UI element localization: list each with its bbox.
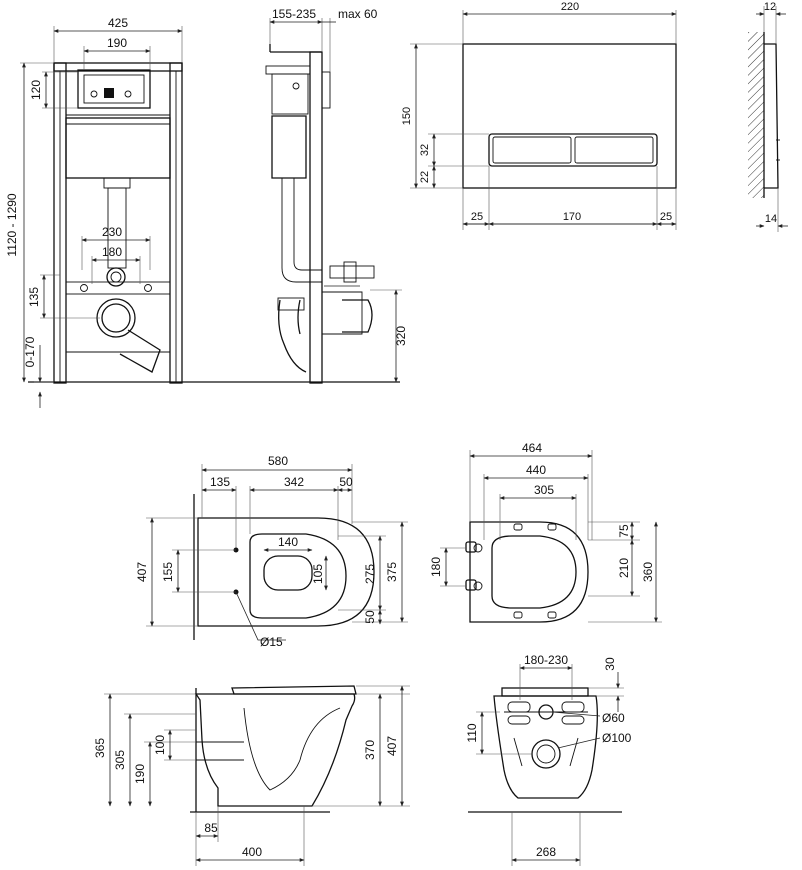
dim-side-thickness-top: 12	[764, 1, 776, 13]
dim-side-height-small: 100	[153, 735, 167, 755]
dim-hole-diameter: Ø15	[260, 635, 283, 649]
side-drain-bend	[278, 299, 307, 373]
dim-side-length: 400	[242, 845, 262, 859]
seat-bumper	[513, 523, 523, 531]
dim-side-thickness-bottom: 14	[765, 213, 777, 225]
dim-side-outer-height: 407	[385, 736, 399, 756]
dim-button-height: 32	[419, 144, 431, 156]
water-inlet	[106, 267, 126, 287]
bowl-side-inner	[243, 707, 341, 791]
dim-lower-offset: 50	[363, 610, 377, 624]
bowl-top-opening	[263, 555, 313, 591]
dim-frame-width: 425	[108, 16, 128, 30]
rear-seat	[501, 687, 589, 697]
flush-buttons	[488, 133, 658, 167]
dim-inlet-diameter: Ø60	[602, 711, 625, 725]
small-flush-button	[492, 136, 572, 164]
dim-wall-offset: 85	[204, 821, 218, 835]
dim-plate-width: 220	[561, 1, 579, 13]
dim-seat-outer-width: 464	[522, 441, 542, 455]
dim-side-height-total: 365	[93, 738, 107, 758]
bowl-side-view: 365 305 190 100 370 407 85 400	[93, 685, 410, 866]
dim-bowl-outer-height: 407	[135, 562, 149, 582]
dim-opening-width: 140	[278, 535, 298, 549]
flush-plate-view: 220 150 32 22 25 170 25	[401, 1, 788, 232]
bowl-top-outline	[197, 517, 375, 627]
dim-max-offset: max 60	[338, 7, 378, 21]
dim-inner-width: 275	[363, 564, 377, 584]
cistern	[65, 117, 171, 179]
bowl-rear-view: 180-230 30 110 Ø60 Ø100 268	[465, 653, 632, 866]
dim-bowl-total-length: 580	[268, 454, 288, 468]
side-top-bracket	[265, 65, 311, 75]
dim-outlet-height: 320	[394, 326, 408, 346]
dim-bolt-spacing-bowl: 155	[161, 562, 175, 582]
frame-crossbar	[65, 281, 171, 295]
dim-side-margin-right: 25	[660, 211, 672, 223]
wall-section	[309, 51, 323, 384]
dim-side-height-low: 190	[133, 764, 147, 784]
dim-top-height: 120	[29, 80, 43, 100]
bowl-top-inner	[249, 533, 347, 619]
bowl-rear-outline	[493, 695, 598, 799]
dim-button-width: 170	[563, 211, 581, 223]
dim-hinge-spacing: 180	[429, 557, 443, 577]
side-inlet-fitting	[329, 265, 375, 279]
seat-top-view: 464 440 305 75 210 360 180	[429, 441, 662, 623]
dim-leg-adjust: 0-170	[23, 336, 37, 367]
dim-total-height: 1120 - 1290	[5, 193, 19, 256]
dim-bowl-width: 375	[385, 562, 399, 582]
dim-seat-depth-top: 75	[617, 524, 631, 538]
dim-inner-length: 342	[284, 475, 304, 489]
hinge-top	[465, 541, 477, 553]
dim-wall-depth: 155-235	[272, 7, 316, 21]
dim-plate-height: 150	[401, 107, 413, 125]
flush-plate	[462, 43, 677, 189]
valve-icon	[104, 88, 114, 98]
dim-side-margin-left: 25	[471, 211, 483, 223]
rear-slot-right	[561, 701, 585, 713]
seat-inner	[491, 535, 577, 609]
dim-hinge-width: 305	[534, 483, 554, 497]
seat-outline	[469, 521, 589, 623]
plate-wall-hatch	[748, 32, 764, 198]
bowl-side-outline	[194, 693, 356, 807]
dim-outlet-diameter: Ø100	[602, 731, 632, 745]
large-flush-button	[574, 136, 654, 164]
dim-bottom-margin: 22	[419, 171, 431, 183]
dim-seat-inner-depth: 210	[617, 558, 631, 578]
frame-side-view: 155-235 max 60 320	[265, 7, 408, 384]
rear-outlet	[531, 739, 561, 769]
rear-slot-left	[507, 701, 531, 713]
dim-side-height-mid: 305	[113, 750, 127, 770]
flush-control-box	[77, 69, 151, 109]
dim-seat-mid-width: 440	[526, 463, 546, 477]
dim-opening-depth: 105	[311, 564, 325, 584]
dim-top-width: 190	[107, 36, 127, 50]
side-control-box	[271, 73, 309, 115]
drain-elbow	[119, 329, 161, 373]
dim-base-width: 268	[536, 845, 556, 859]
frame-top-rail	[53, 62, 183, 72]
dim-rear-offset: 50	[339, 475, 353, 489]
side-cistern	[271, 115, 307, 179]
dim-rear-spacing: 180-230	[524, 653, 568, 667]
dim-inlet-height: 110	[465, 723, 479, 742]
dim-drain-height: 135	[27, 287, 41, 307]
bowl-top-view: 580 135 342 50 407 155 140 105 275	[135, 454, 408, 649]
dim-seat-total-depth: 360	[641, 562, 655, 582]
plate-side-profile	[764, 43, 779, 189]
side-seat	[231, 685, 357, 695]
hinge-bottom	[465, 579, 477, 591]
dim-pipe-spacing: 230	[102, 225, 122, 239]
frame-front-view: 425 190 120 1120 - 1290 230 180 135 0	[5, 16, 400, 408]
dim-front-offset: 135	[210, 475, 230, 489]
dim-rear-top-offset: 30	[603, 657, 617, 671]
side-outlet-fitting	[322, 291, 363, 335]
dim-bolt-spacing: 180	[102, 245, 122, 259]
dim-side-inner-height: 370	[363, 740, 377, 760]
